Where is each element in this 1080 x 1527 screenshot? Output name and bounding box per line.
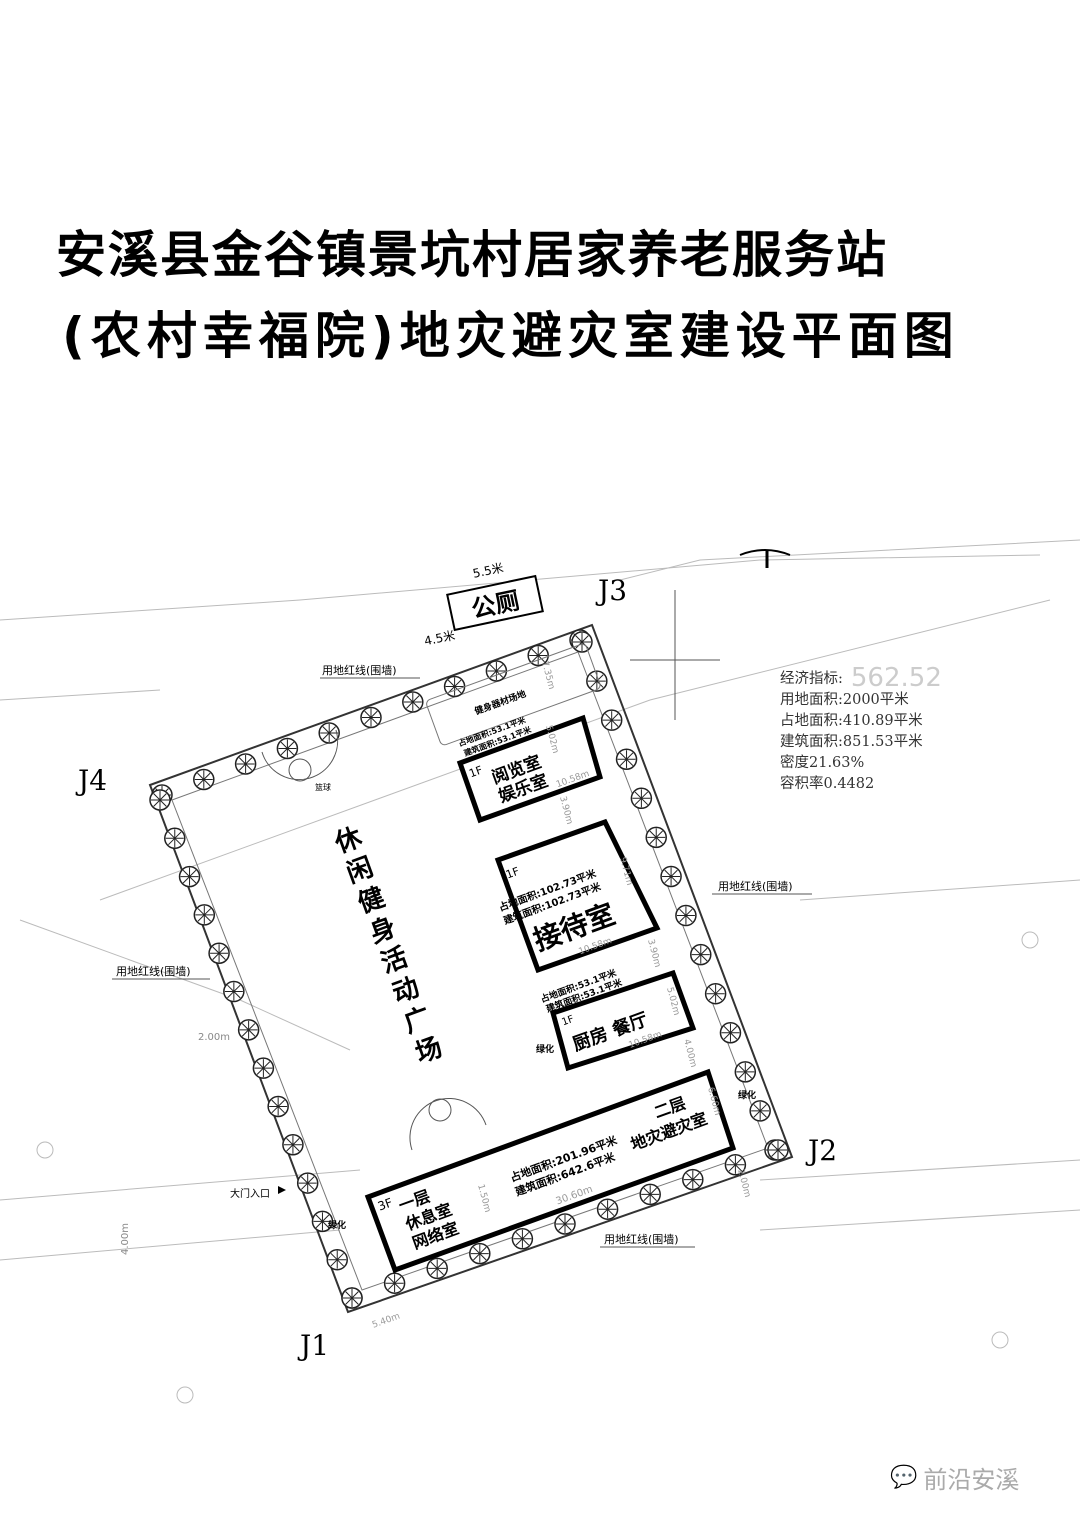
econ-building-area: 建筑面积:851.53平米 [780, 734, 923, 750]
title-line-1: 安溪县金谷镇景坑村居家养老服务站 [56, 226, 888, 284]
econ-far: 容积率0.4482 [780, 776, 875, 792]
reception-gap: 3.90m [645, 938, 662, 968]
corner-j1: J1 [297, 1329, 329, 1362]
boundary-label-east: 用地红线(围墙) [718, 879, 793, 893]
reading-gap: 3.90m [557, 795, 574, 825]
basketball-court-south [409, 1098, 487, 1151]
background-lines [0, 539, 1080, 1404]
reading-floor: 1F [467, 763, 484, 780]
watermark-text: 前沿安溪 [923, 1466, 1020, 1494]
reading-top-gap: 7.35m [539, 660, 556, 690]
corner-j2: J2 [805, 1134, 837, 1167]
shelter-floor: 3F [376, 1195, 395, 1213]
econ-heading: 经济指标: [780, 671, 843, 687]
boundary-label-north: 用地红线(围墙) [322, 663, 397, 677]
econ-footprint: 占地面积:410.89平米 [780, 713, 923, 729]
toilet-depth: 4.5米 [423, 628, 456, 648]
greenery-label-sw: 绿化 [328, 1219, 346, 1231]
entrance-label: 大门入口 [230, 1187, 270, 1200]
basketball-label: 篮球 [315, 782, 331, 792]
reception-building: 1F 占地面积:102.73平米 建筑面积:102.73平米 接待室 10.58… [494, 818, 661, 974]
west-gap-dim: 2.00m [198, 1032, 230, 1043]
greenery-label-se: 绿化 [738, 1089, 756, 1101]
boundary-label-west: 用地红线(围墙) [116, 964, 191, 978]
toilet: 公厕 5.5米 4.5米 [423, 561, 544, 648]
watermark: 💬 前沿安溪 [890, 1460, 1019, 1495]
greenery-label-kitchen: 绿化 [536, 1043, 554, 1055]
shelter-left-gap: 5.40m [371, 1312, 401, 1331]
tree-row [149, 629, 789, 1309]
wechat-icon: 💬 [890, 1465, 918, 1490]
plaza-char: 场 [412, 1032, 447, 1069]
econ-land-area: 用地面积:2000平米 [780, 692, 909, 708]
corner-j4: J4 [75, 764, 107, 797]
kitchen-gap: 4.00m [681, 1038, 698, 1068]
boundary-label-south: 用地红线(围墙) [604, 1232, 679, 1246]
basketball-court-north: 篮球 [261, 729, 339, 792]
corner-j3: J3 [595, 574, 627, 607]
econ-faint-number: 562.52 [850, 663, 942, 693]
kitchen-floor: 1F [560, 1014, 575, 1029]
reading-room-building: 占地面积:53.1平米 建筑面积:53.1平米 1F 阅览室 娱乐室 10.58… [457, 714, 604, 824]
economic-indicators: 经济指标: 562.52 用地面积:2000平米 占地面积:410.89平米 建筑… [780, 665, 942, 795]
fitness-area-label: 健身器材场地 [473, 688, 528, 718]
econ-density: 密度21.63% [780, 755, 865, 771]
toilet-width: 5.5米 [471, 561, 504, 581]
reception-floor: 1F [504, 865, 521, 882]
road-width-dim: 4.00m [120, 1223, 131, 1255]
site-boundary [148, 623, 794, 1314]
kitchen-building: 占地面积:53.1平米 建筑面积:53.1平米 1F 厨房 餐厅 10.58m [539, 966, 697, 1072]
title-line-2: (农村幸福院)地灾避灾室建设平面图 [62, 307, 960, 365]
